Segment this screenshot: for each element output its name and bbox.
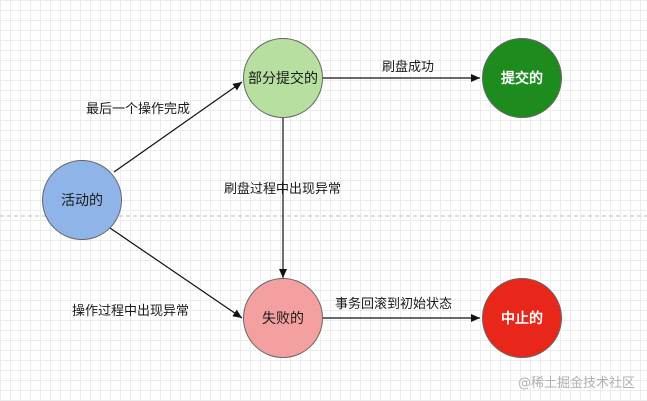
label-failed-to-aborted: 事务回滚到初始状态 (335, 297, 453, 312)
node-active: 活动的 (42, 160, 122, 240)
node-committed: 提交的 (482, 38, 562, 118)
edge-active-to-partial (113, 81, 243, 173)
label-partial-to-failed: 刷盘过程中出现异常 (224, 182, 342, 197)
label-active-to-failed: 操作过程中出现异常 (72, 304, 190, 319)
watermark-text: @稀土掘金技术社区 (517, 376, 635, 391)
label-partial-to-committed: 刷盘成功 (382, 60, 435, 75)
label-active-to-partial: 最后一个操作完成 (86, 102, 191, 117)
edge-active-to-failed (109, 227, 243, 319)
node-failed: 失败的 (243, 278, 323, 358)
node-partially-committed: 部分提交的 (243, 38, 323, 118)
node-aborted: 中止的 (482, 278, 562, 358)
